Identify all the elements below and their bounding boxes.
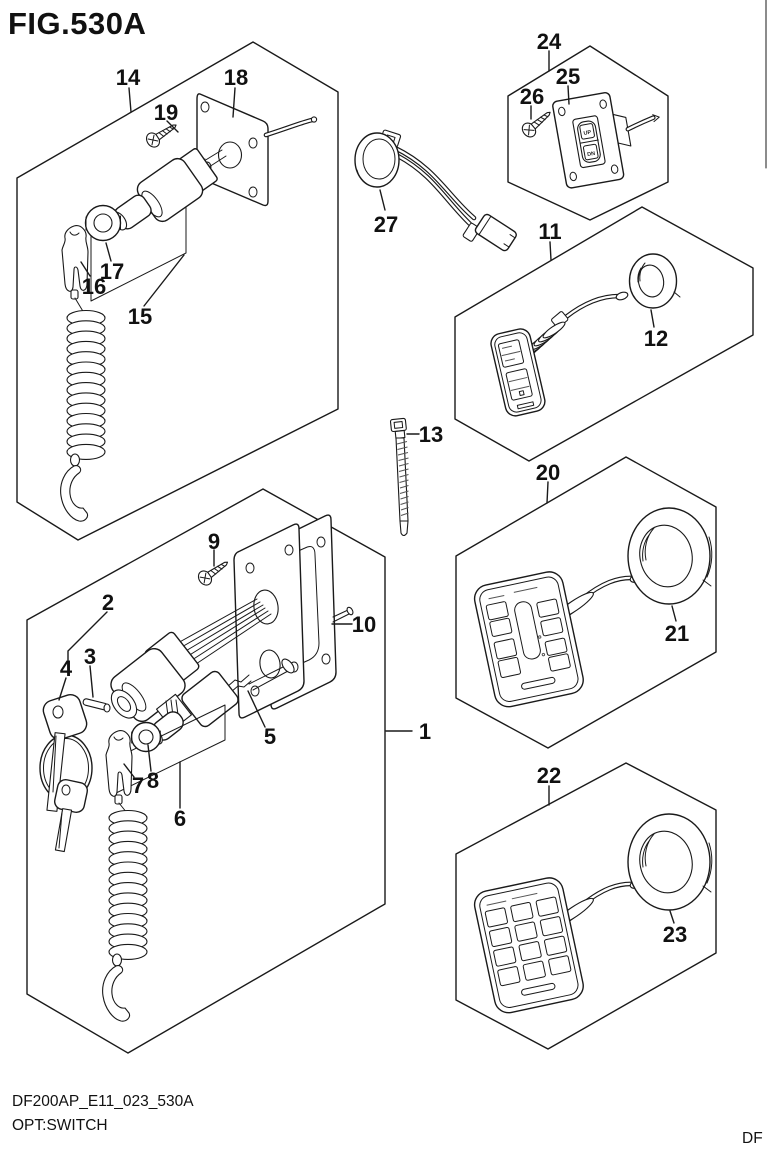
assembly-box-22 (455, 762, 717, 1050)
lanyard-coil (108, 809, 148, 960)
leader-line-20 (546, 481, 549, 504)
part-label-24: 24 (537, 29, 562, 54)
leader-line-14 (128, 87, 132, 113)
part-label-10: 10 (352, 612, 376, 637)
part-label-20: 20 (536, 460, 560, 485)
leader-line-23 (669, 910, 675, 924)
lanyard-coil (66, 309, 106, 460)
part-label-13: 13 (419, 422, 443, 447)
part-label-3: 3 (84, 644, 96, 669)
key-ring-and-keys (39, 694, 111, 853)
leader-line-21 (671, 605, 677, 622)
part-label-16: 16 (82, 274, 106, 299)
ring-nut-23 (627, 813, 713, 911)
leader-line-25 (567, 85, 570, 105)
assembly-box-24: UP DN (507, 45, 669, 221)
part-label-4: 4 (60, 656, 73, 681)
part-label-6: 6 (174, 806, 186, 831)
part-label-18: 18 (224, 65, 248, 90)
part-label-22: 22 (537, 763, 561, 788)
keypad-panel-20 (473, 571, 584, 708)
trim-dn-label: DN (587, 151, 596, 158)
part-label-14: 14 (116, 65, 141, 90)
assembly-box-11 (454, 206, 754, 462)
wire-harness-bundle (175, 598, 272, 665)
assembly-box-1 (26, 488, 413, 1054)
leader-line-5 (247, 690, 266, 728)
part-label-11: 11 (538, 219, 561, 244)
part-label-26: 26 (520, 84, 544, 109)
ring-nut-17 (84, 204, 122, 242)
screw-26 (519, 106, 556, 141)
part-label-17: 17 (100, 259, 124, 284)
part-label-8: 8 (147, 768, 159, 793)
part-label-25: 25 (556, 64, 580, 89)
assembly-box-14 (16, 41, 339, 541)
figure-title: FIG.530A (8, 6, 146, 41)
cap-connector-27 (354, 129, 517, 252)
part-label-27: 27 (374, 212, 398, 237)
leader-line-27 (379, 189, 386, 211)
leader-line-2 (67, 611, 108, 669)
assembly-box-20 (455, 456, 717, 749)
part-label-23: 23 (663, 922, 687, 947)
leader-line-11 (549, 241, 552, 261)
leader-line-3 (89, 665, 94, 698)
part-label-2: 2 (102, 590, 114, 615)
cable-tie-13 (389, 417, 420, 537)
part-label-5: 5 (264, 724, 276, 749)
connector-plug (474, 213, 517, 252)
leader-line-8 (147, 744, 152, 772)
key-4 (42, 694, 88, 740)
ring-nut-21 (627, 507, 713, 605)
leader-line-18 (232, 87, 236, 118)
part-label-21: 21 (665, 621, 689, 646)
part-label-15: 15 (128, 304, 152, 329)
lanyard-clip-7 (105, 730, 133, 805)
ring-nut-12 (628, 253, 681, 309)
key-blank (53, 778, 89, 814)
leader-line-15 (143, 254, 185, 307)
leader-line-16 (80, 261, 91, 277)
leader-line-4 (58, 677, 67, 701)
part-label-7: 7 (132, 773, 144, 798)
footer-corner-text: DF (742, 1130, 763, 1147)
part-label-19: 19 (154, 100, 178, 125)
lanyard-hook (102, 953, 131, 1022)
footer-caption: OPT:SWITCH (12, 1117, 108, 1134)
leader-line-19 (166, 120, 179, 133)
part-label-12: 12 (644, 326, 668, 351)
trim-switch-panel-25: UP DN (552, 92, 660, 189)
leader-line-12 (650, 309, 655, 328)
leader-line-7 (123, 763, 135, 778)
leader-line-17 (105, 242, 112, 262)
switch-shaft (248, 665, 289, 691)
switch-cable (563, 293, 622, 320)
ring-nut-8 (130, 721, 162, 753)
part-label-1: 1 (419, 719, 431, 744)
lanyard-hook (60, 453, 89, 522)
part-labels: 1 2 3 4 5 6 7 8 9 10 11 12 13 14 15 16 1… (60, 29, 689, 947)
mount-plate-18 (196, 93, 318, 207)
keypad-panel-22 (473, 877, 584, 1014)
trim-up-label: UP (583, 130, 592, 137)
footer-drawing-code: DF200AP_E11_023_530A (12, 1093, 194, 1110)
part-label-9: 9 (208, 529, 220, 554)
remote-switch-11 (490, 328, 546, 417)
